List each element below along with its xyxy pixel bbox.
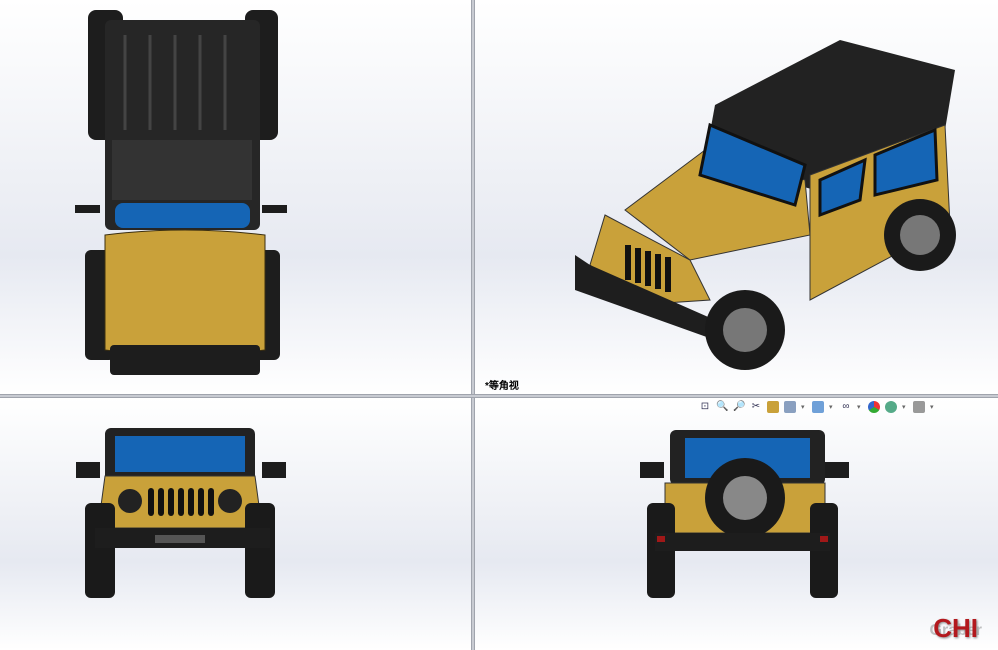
- view-settings-icon[interactable]: [885, 401, 897, 413]
- jeep-isometric-view: [575, 40, 956, 370]
- watermark-sub: Graber: [929, 622, 982, 639]
- viewport-isometric[interactable]: *等角视: [475, 0, 998, 394]
- apply-scene-icon[interactable]: [868, 401, 880, 413]
- display-style-icon[interactable]: [784, 401, 796, 413]
- watermark-logo: CHI: [933, 613, 978, 643]
- viewport-top[interactable]: [0, 0, 471, 394]
- hide-show-icon[interactable]: [812, 401, 824, 413]
- edit-appearance-icon[interactable]: ∞: [842, 401, 850, 412]
- viewport-splitter-horizontal[interactable]: [0, 394, 998, 398]
- view-orientation-label: *等角视: [485, 381, 519, 392]
- zoom-to-area-icon[interactable]: 🔍: [716, 401, 729, 412]
- viewport-back[interactable]: ⊡ 🔍 🔎 ✂ ▾ ▾ ∞▾ ▾ ▾ Graber CHI: [475, 398, 998, 650]
- jeep-back-view: [640, 430, 849, 598]
- viewport-front[interactable]: [0, 398, 471, 650]
- heads-up-view-toolbar: ⊡ 🔍 🔎 ✂ ▾ ▾ ∞▾ ▾ ▾: [700, 401, 934, 413]
- previous-view-icon[interactable]: 🔎: [733, 401, 746, 412]
- view-orientation-icon[interactable]: [767, 401, 779, 413]
- screen-capture-icon[interactable]: [913, 401, 925, 413]
- jeep-top-view: [75, 10, 287, 375]
- jeep-front-view: [76, 428, 286, 598]
- zoom-to-fit-icon[interactable]: ⊡: [700, 401, 710, 412]
- section-view-icon[interactable]: ✂: [751, 401, 761, 412]
- viewport-splitter-vertical[interactable]: [471, 0, 475, 650]
